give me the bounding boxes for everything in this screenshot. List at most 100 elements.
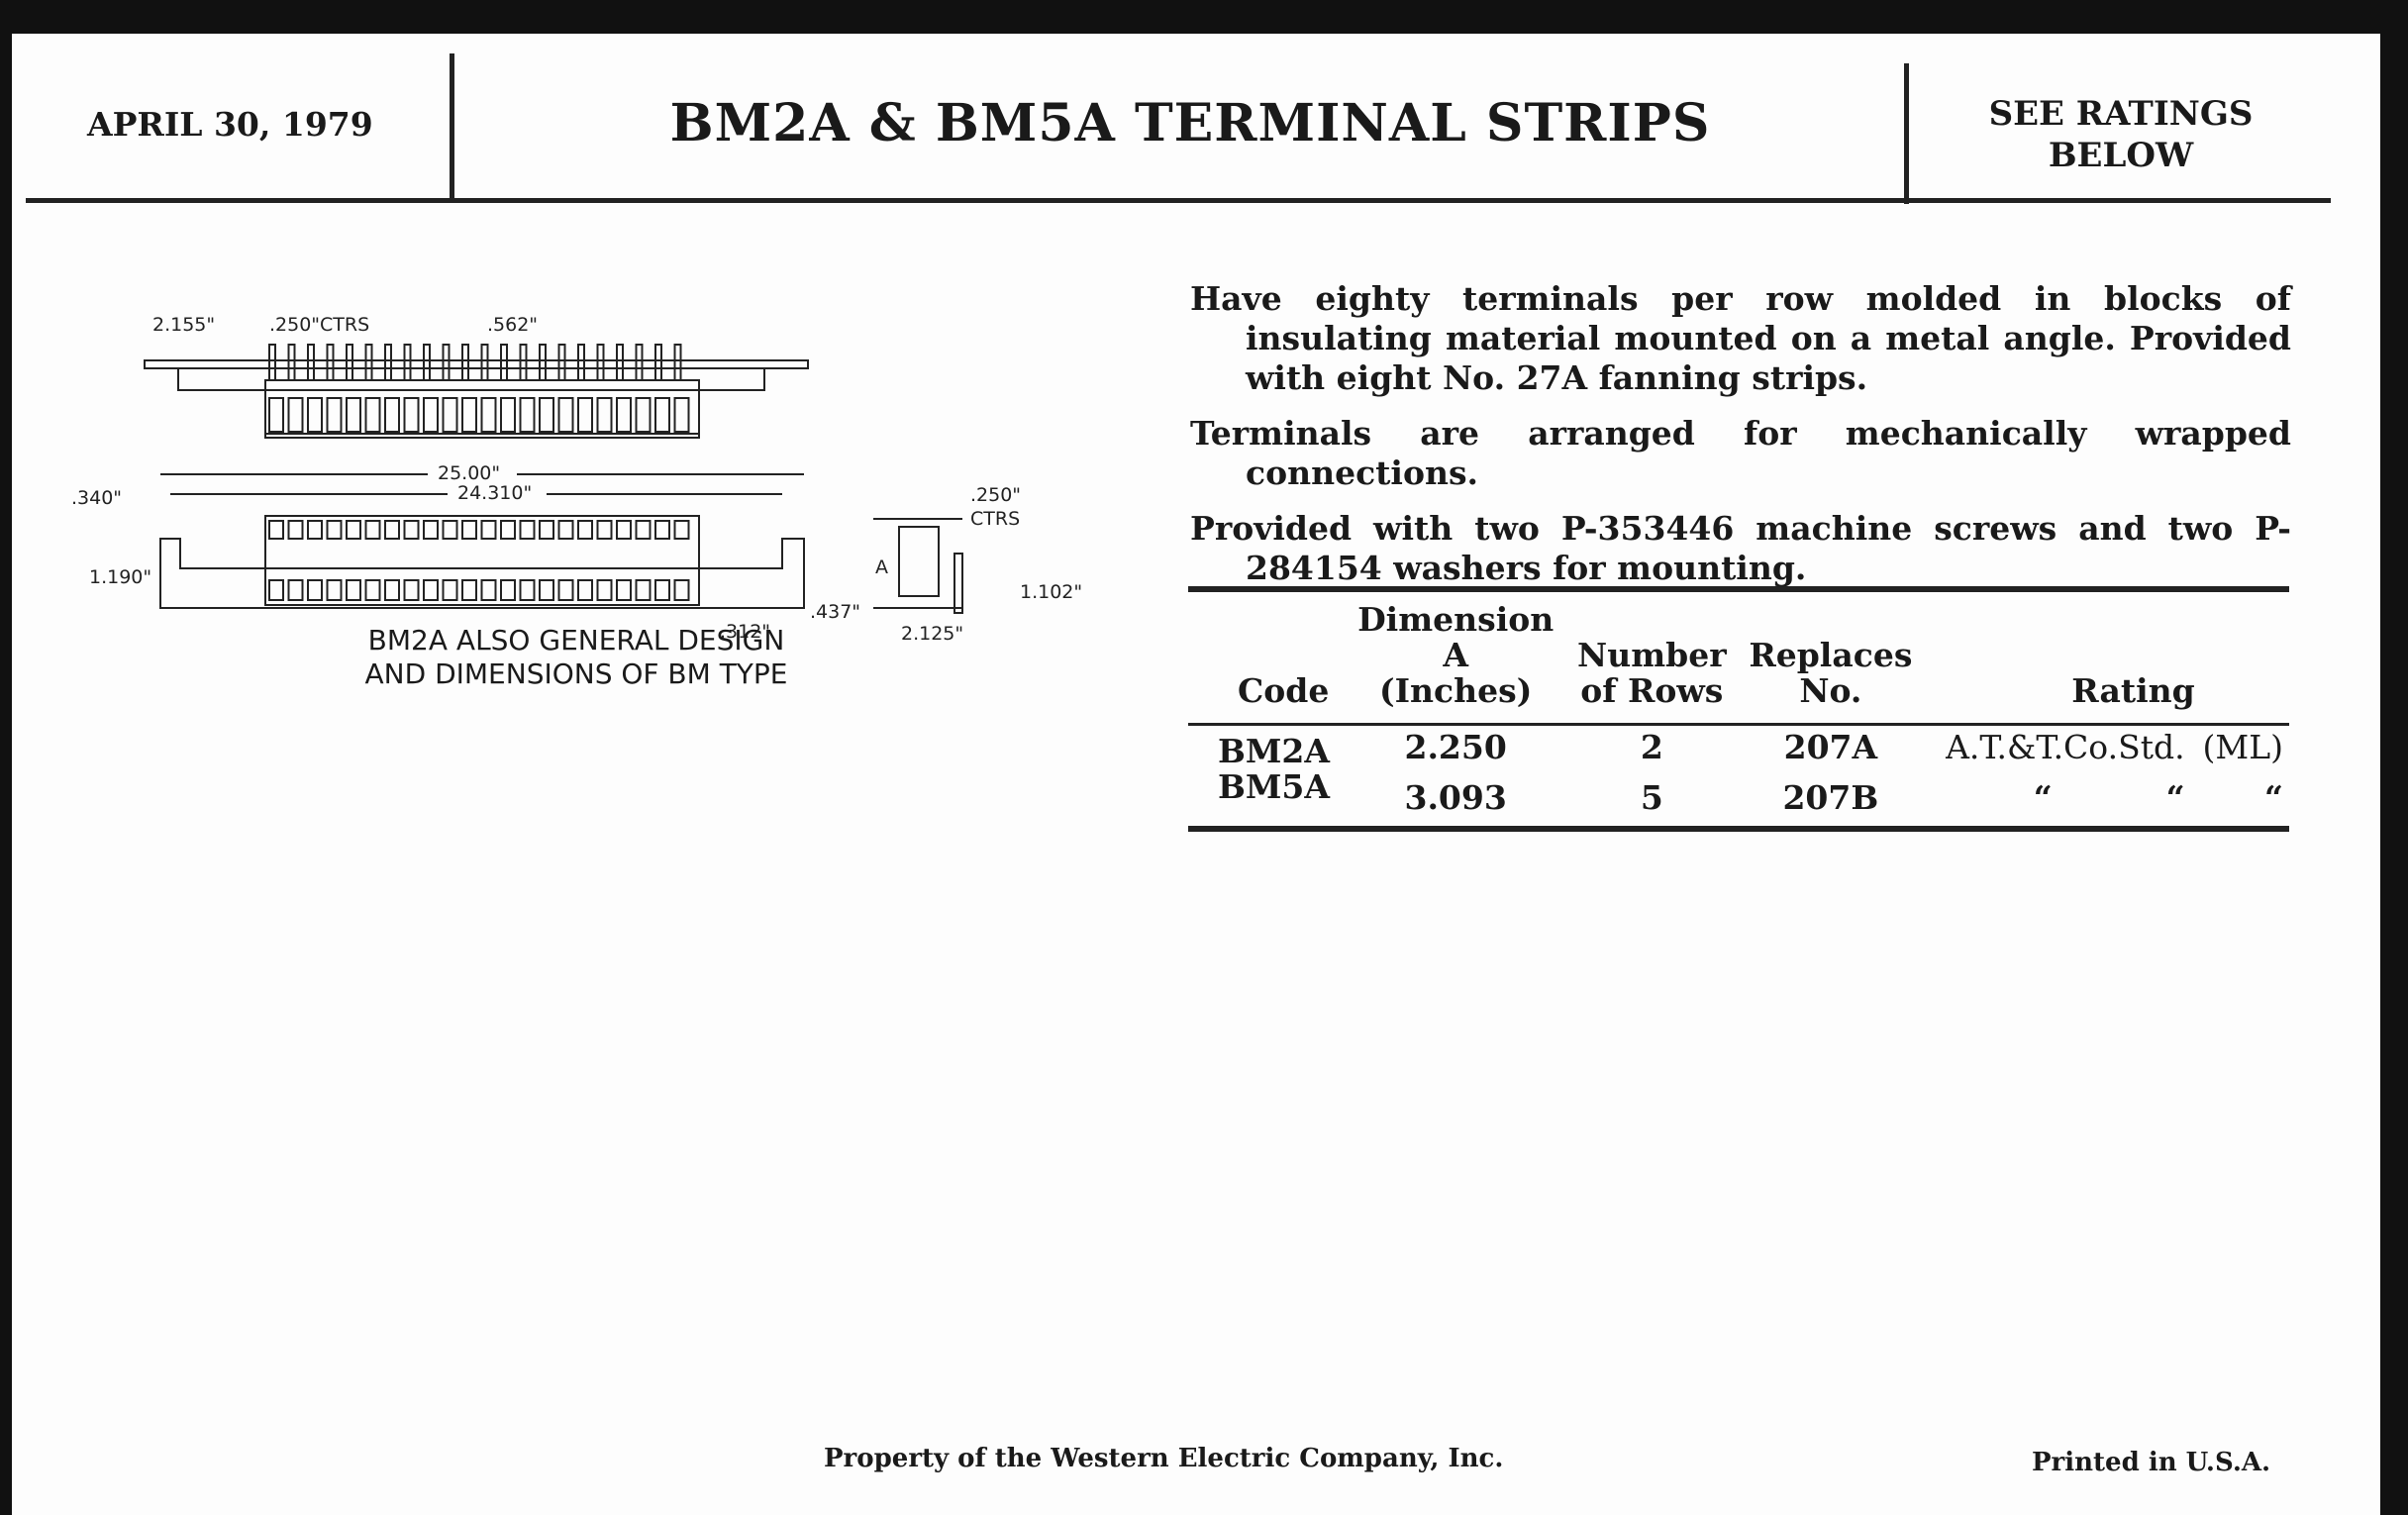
cell-replaces: 207B: [1782, 778, 1879, 817]
terminal-slot: [403, 397, 420, 433]
terminal-strip-drawing: 2.155" .250"CTRS .562" 25.00" 24.310" .3…: [71, 314, 1082, 645]
terminal-slot: [423, 397, 439, 433]
terminal-slot: [596, 397, 613, 433]
terminal-slot: [364, 397, 381, 433]
terminal-slot: [326, 397, 343, 433]
terminal-pin: [635, 344, 644, 381]
terminal-pin: [442, 344, 451, 381]
terminal-block: [364, 579, 381, 601]
header-line: (Inches): [1379, 671, 1533, 710]
terminal-pin: [539, 344, 547, 381]
terminal-block: [673, 579, 690, 601]
terminal-block: [287, 520, 304, 540]
cell-code: BM2A: [1218, 732, 1330, 770]
terminal-block: [346, 579, 361, 601]
dim-label: .250": [970, 484, 1021, 506]
terminal-block: [480, 520, 497, 540]
terminal-slot: [480, 397, 497, 433]
cell-dimension: 3.093: [1404, 778, 1507, 817]
terminal-block: [461, 579, 477, 601]
terminal-block: [500, 579, 516, 601]
terminal-slot: [384, 397, 400, 433]
cell-rating: A.T.&T.Co.Std.: [1946, 728, 2185, 766]
dim-label: A: [875, 556, 888, 578]
terminal-block: [654, 579, 670, 601]
document-date: APRIL 30, 1979: [87, 105, 373, 144]
dim-label: CTRS: [970, 508, 1020, 530]
terminal-slot: [635, 397, 652, 433]
dim-label: .437": [810, 601, 860, 623]
terminal-slot: [654, 397, 670, 433]
terminal-slot: [519, 397, 536, 433]
cell-code: BM5A: [1218, 767, 1330, 806]
terminal-pin: [461, 344, 469, 381]
terminal-block: [384, 520, 400, 540]
terminal-block: [635, 579, 652, 601]
table-top-rule: [1188, 586, 2289, 592]
terminal-block: [596, 579, 613, 601]
dim-label: .340": [71, 487, 122, 509]
terminal-pin: [346, 344, 353, 381]
top-view: [144, 344, 809, 601]
terminal-pin: [326, 344, 335, 381]
rating-line: SEE RATINGS: [1988, 94, 2254, 134]
terminal-block: [307, 520, 323, 540]
terminal-block: [326, 579, 343, 601]
table-bottom-rule: [1188, 826, 2289, 832]
side-view: [873, 518, 963, 614]
terminal-block: [268, 579, 284, 601]
header-line: Number: [1577, 636, 1727, 674]
terminal-block: [364, 520, 381, 540]
terminal-slot: [577, 397, 593, 433]
terminal-slot: [557, 397, 574, 433]
terminal-slot: [442, 397, 458, 433]
dim-label: 1.102": [1020, 581, 1082, 603]
terminal-pin: [287, 344, 296, 381]
dim-label: 2.155": [152, 314, 215, 336]
dim-label: 24.310": [457, 482, 532, 504]
terminal-pin: [519, 344, 528, 381]
terminal-block: [403, 520, 420, 540]
header-line: Replaces: [1749, 636, 1913, 674]
cell-rating: “ “: [2033, 778, 2185, 817]
terminal-pin: [423, 344, 431, 381]
terminal-pin: [268, 344, 276, 381]
description: Have eighty terminals per row molded in …: [1190, 279, 2291, 604]
terminal-pin: [500, 344, 508, 381]
terminal-block: [326, 520, 343, 540]
col-code: Code: [1238, 671, 1330, 710]
terminal-pin: [616, 344, 624, 381]
terminal-slot: [268, 397, 284, 433]
col-rating: Rating: [2071, 671, 2195, 710]
terminal-block: [519, 520, 536, 540]
terminal-block: [539, 520, 554, 540]
terminal-block: [635, 520, 652, 540]
dim-label: 1.190": [89, 566, 151, 588]
terminal-pin: [307, 344, 315, 381]
terminal-block: [596, 520, 613, 540]
footer-property: Property of the Western Electric Company…: [824, 1444, 1504, 1473]
terminal-block: [480, 579, 497, 601]
page-title: BM2A & BM5A TERMINAL STRIPS: [669, 93, 1711, 153]
document-page: APRIL 30, 1979 BM2A & BM5A TERMINAL STRI…: [12, 34, 2380, 1515]
dim-label: 25.00": [438, 462, 500, 484]
terminal-pin: [596, 344, 605, 381]
terminal-block: [616, 520, 632, 540]
terminal-slot: [500, 397, 516, 433]
terminal-block: [539, 579, 554, 601]
dim-label: 2.125": [901, 623, 963, 645]
caption-line: BM2A ALSO GENERAL DESIGN: [367, 624, 785, 656]
header-line: No.: [1799, 671, 1862, 710]
terminal-block: [442, 579, 458, 601]
cell-rows: 2: [1640, 728, 1663, 766]
header-line: of Rows: [1580, 671, 1724, 710]
description-paragraph: Terminals are arranged for mechanically …: [1190, 414, 2291, 492]
table-row: BM5A 3.093 5 207B “ “ “: [1188, 769, 2289, 827]
terminal-block: [287, 579, 304, 601]
